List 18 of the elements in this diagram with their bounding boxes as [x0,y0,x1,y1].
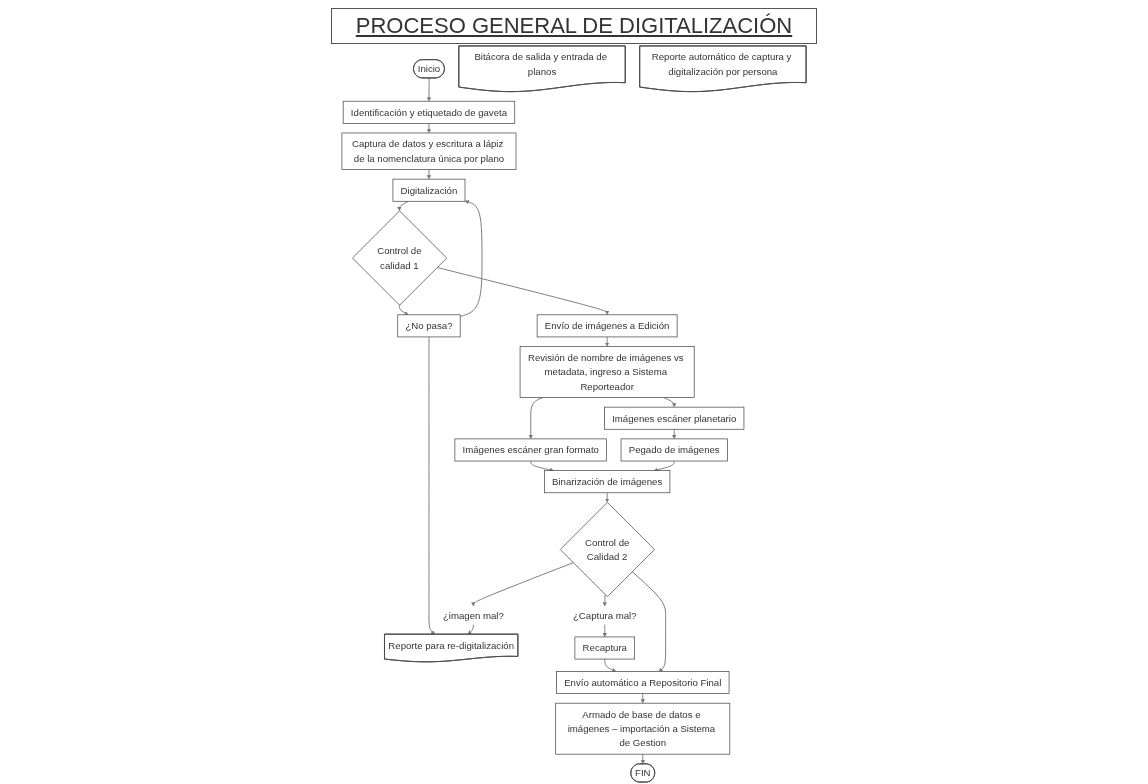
title: PROCESO GENERAL DE DIGITALIZACIÓN [330,8,818,44]
node-box: Digitalización [392,178,466,202]
node-box: Identificación y etiquetado de gaveta [342,100,516,124]
node-box: Captura de datos y escritura a lápiz de la nomenclatura única por plano [341,132,517,170]
node-box: Armado de base de datos e imágenes – importación a Sistema de Gestion [555,702,731,755]
node-box: Recaptura [574,636,636,660]
node-box: Envío de imágenes a Edición [536,314,678,338]
node-diamond: Control de Calidad 2 [559,502,655,597]
node-diamond: Control de calidad 1 [352,210,448,306]
node-text: ¿Captura mal? [572,610,637,621]
node-box: Revisión de nombre de imágenes vs metadata, ingreso a Sistema Reporteador [519,346,695,398]
node-box: Binarización de imágenes [544,470,671,494]
node-box: ¿No pasa? [397,314,461,338]
node-box: Pegado de imágenes [620,438,728,462]
node-box: Imágenes escáner gran formato [454,438,607,462]
node-text: ¿imagen mal? [442,610,504,621]
node-box: Imágenes escáner planetario [604,406,745,430]
node-box: Envío automático a Repositorio Final [556,671,730,694]
